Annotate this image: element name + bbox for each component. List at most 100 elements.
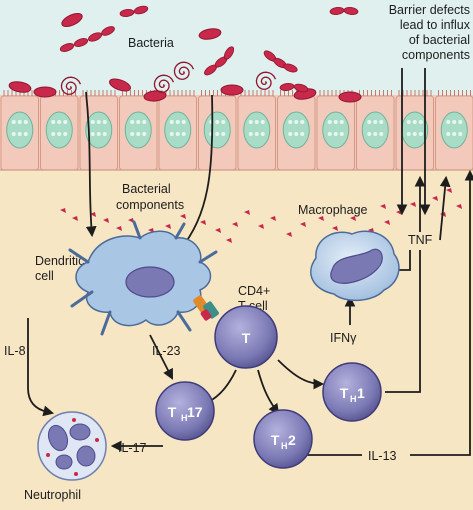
svg-text:H: H <box>350 394 357 404</box>
epithelial-nucleus <box>6 111 34 149</box>
svg-text:T: T <box>168 404 177 420</box>
bacteria-group <box>8 5 362 103</box>
bacterial-fragment <box>270 216 276 221</box>
arrow-components-to-dc <box>178 94 214 252</box>
bacterial-fragment <box>446 188 452 193</box>
svg-text:lead to influx: lead to influx <box>400 18 471 32</box>
bacterial-fragment <box>258 224 264 229</box>
label-bacterial-components-1: Bacterial <box>122 182 171 196</box>
label-il8: IL-8 <box>4 344 26 358</box>
label-bacteria: Bacteria <box>128 36 174 50</box>
svg-text:T: T <box>271 432 280 448</box>
epithelial-nucleus <box>124 111 152 149</box>
bacterial-fragment <box>410 202 416 207</box>
arrow-bacteria-to-dc-1 <box>85 91 97 238</box>
dendritic-cell <box>68 220 218 336</box>
arrow-t-to-th2 <box>257 369 280 415</box>
bacterial-fragment <box>116 226 122 231</box>
bacterium-spiral <box>60 76 82 95</box>
label-neutrophil: Neutrophil <box>24 488 81 502</box>
epithelial-nucleus <box>401 111 429 149</box>
label-ifng: IFNγ <box>330 331 357 345</box>
bacterial-fragment <box>384 220 390 225</box>
bacterium-chain-segment <box>343 6 359 16</box>
arrow-mac-to-tnf <box>395 250 411 271</box>
bacterium-chain-segment <box>293 83 309 93</box>
label-il13: IL-13 <box>368 449 397 463</box>
svg-text:17: 17 <box>187 404 203 420</box>
bacterium-chain-segment <box>133 5 149 15</box>
macrophage-nucleus <box>330 248 383 284</box>
dendritic-nucleus <box>125 266 175 298</box>
bacterium-rod <box>33 86 57 98</box>
arrow-th1-to-tnf <box>385 250 421 393</box>
label-tnf: TNF <box>408 233 433 247</box>
tcr-mhc-interaction-icon <box>193 295 219 321</box>
epithelial-nucleus <box>440 111 468 149</box>
bacterium-chain-segment <box>223 46 235 60</box>
th17-cell: T H 17 <box>155 381 215 441</box>
bacterial-fragment <box>165 224 171 229</box>
svg-text:components: components <box>402 48 470 62</box>
bacterial-fragment <box>350 216 356 221</box>
bacterium-chain-segment <box>101 26 115 36</box>
label-dendritic-2: cell <box>35 269 54 283</box>
bacterial-fragment <box>332 226 338 231</box>
bacterium-rod <box>61 13 83 27</box>
arrow-il13-up <box>410 169 473 456</box>
epithelial-nucleus <box>45 111 73 149</box>
bacterial-fragment <box>180 214 186 219</box>
macrophage <box>310 230 400 302</box>
epithelial-nucleus <box>243 111 271 149</box>
svg-text:T: T <box>242 330 251 346</box>
bacterial-fragment <box>318 216 324 221</box>
svg-text:H: H <box>181 413 188 423</box>
svg-text:1: 1 <box>357 385 365 401</box>
label-macrophage: Macrophage <box>298 203 368 217</box>
bacterium-rod <box>143 90 167 102</box>
bacterial-fragment <box>432 196 438 201</box>
bacterium-spiral <box>153 74 175 93</box>
label-barrier-defects: Barrier defects lead to influx of bacter… <box>389 3 471 62</box>
bacterial-fragment <box>90 212 96 217</box>
epithelial-nucleus <box>203 111 231 149</box>
bacterium-rod <box>198 28 222 40</box>
bacterium-rod <box>109 78 131 92</box>
epithelial-nucleus <box>164 111 192 149</box>
neutrophil <box>37 411 107 481</box>
arrow-t-to-th1 <box>277 359 325 390</box>
svg-text:2: 2 <box>288 432 296 448</box>
bacterium-chain-segment <box>73 38 89 47</box>
bacterium-spiral <box>255 71 277 90</box>
epithelial-layer <box>0 90 473 171</box>
bacterium-chain-segment <box>283 63 298 73</box>
bacterium-chain-segment <box>59 43 75 52</box>
epithelial-nucleus <box>322 111 350 149</box>
bacterial-fragment <box>103 218 109 223</box>
arrow-il23 <box>149 334 173 380</box>
bacterial-fragment <box>215 228 221 233</box>
epithelial-nucleus <box>282 111 310 149</box>
bacterium-rod <box>338 91 362 103</box>
bacterial-fragment <box>286 232 292 237</box>
bacterium-rod <box>8 81 32 93</box>
label-cd4-1: CD4+ <box>238 284 270 298</box>
arrows <box>27 68 473 456</box>
th1-cell: T H 1 <box>322 362 382 422</box>
bacterial-fragment <box>60 208 66 213</box>
label-bacterial-components-2: components <box>116 198 184 212</box>
svg-text:of bacterial: of bacterial <box>409 33 470 47</box>
bacterial-fragment <box>232 222 238 227</box>
bacterial-fragment <box>200 220 206 225</box>
svg-text:H: H <box>281 441 288 451</box>
svg-text:T: T <box>340 385 349 401</box>
bacterial-fragment <box>244 210 250 215</box>
arrow-tnf-to-epi-2 <box>439 175 451 241</box>
bacterial-fragment <box>380 204 386 209</box>
bacterium-spiral <box>173 61 195 80</box>
bacterial-fragment <box>300 222 306 227</box>
bacterial-fragment <box>72 216 78 221</box>
bacterium-rod <box>220 84 244 96</box>
label-il17: IL-17 <box>118 441 147 455</box>
